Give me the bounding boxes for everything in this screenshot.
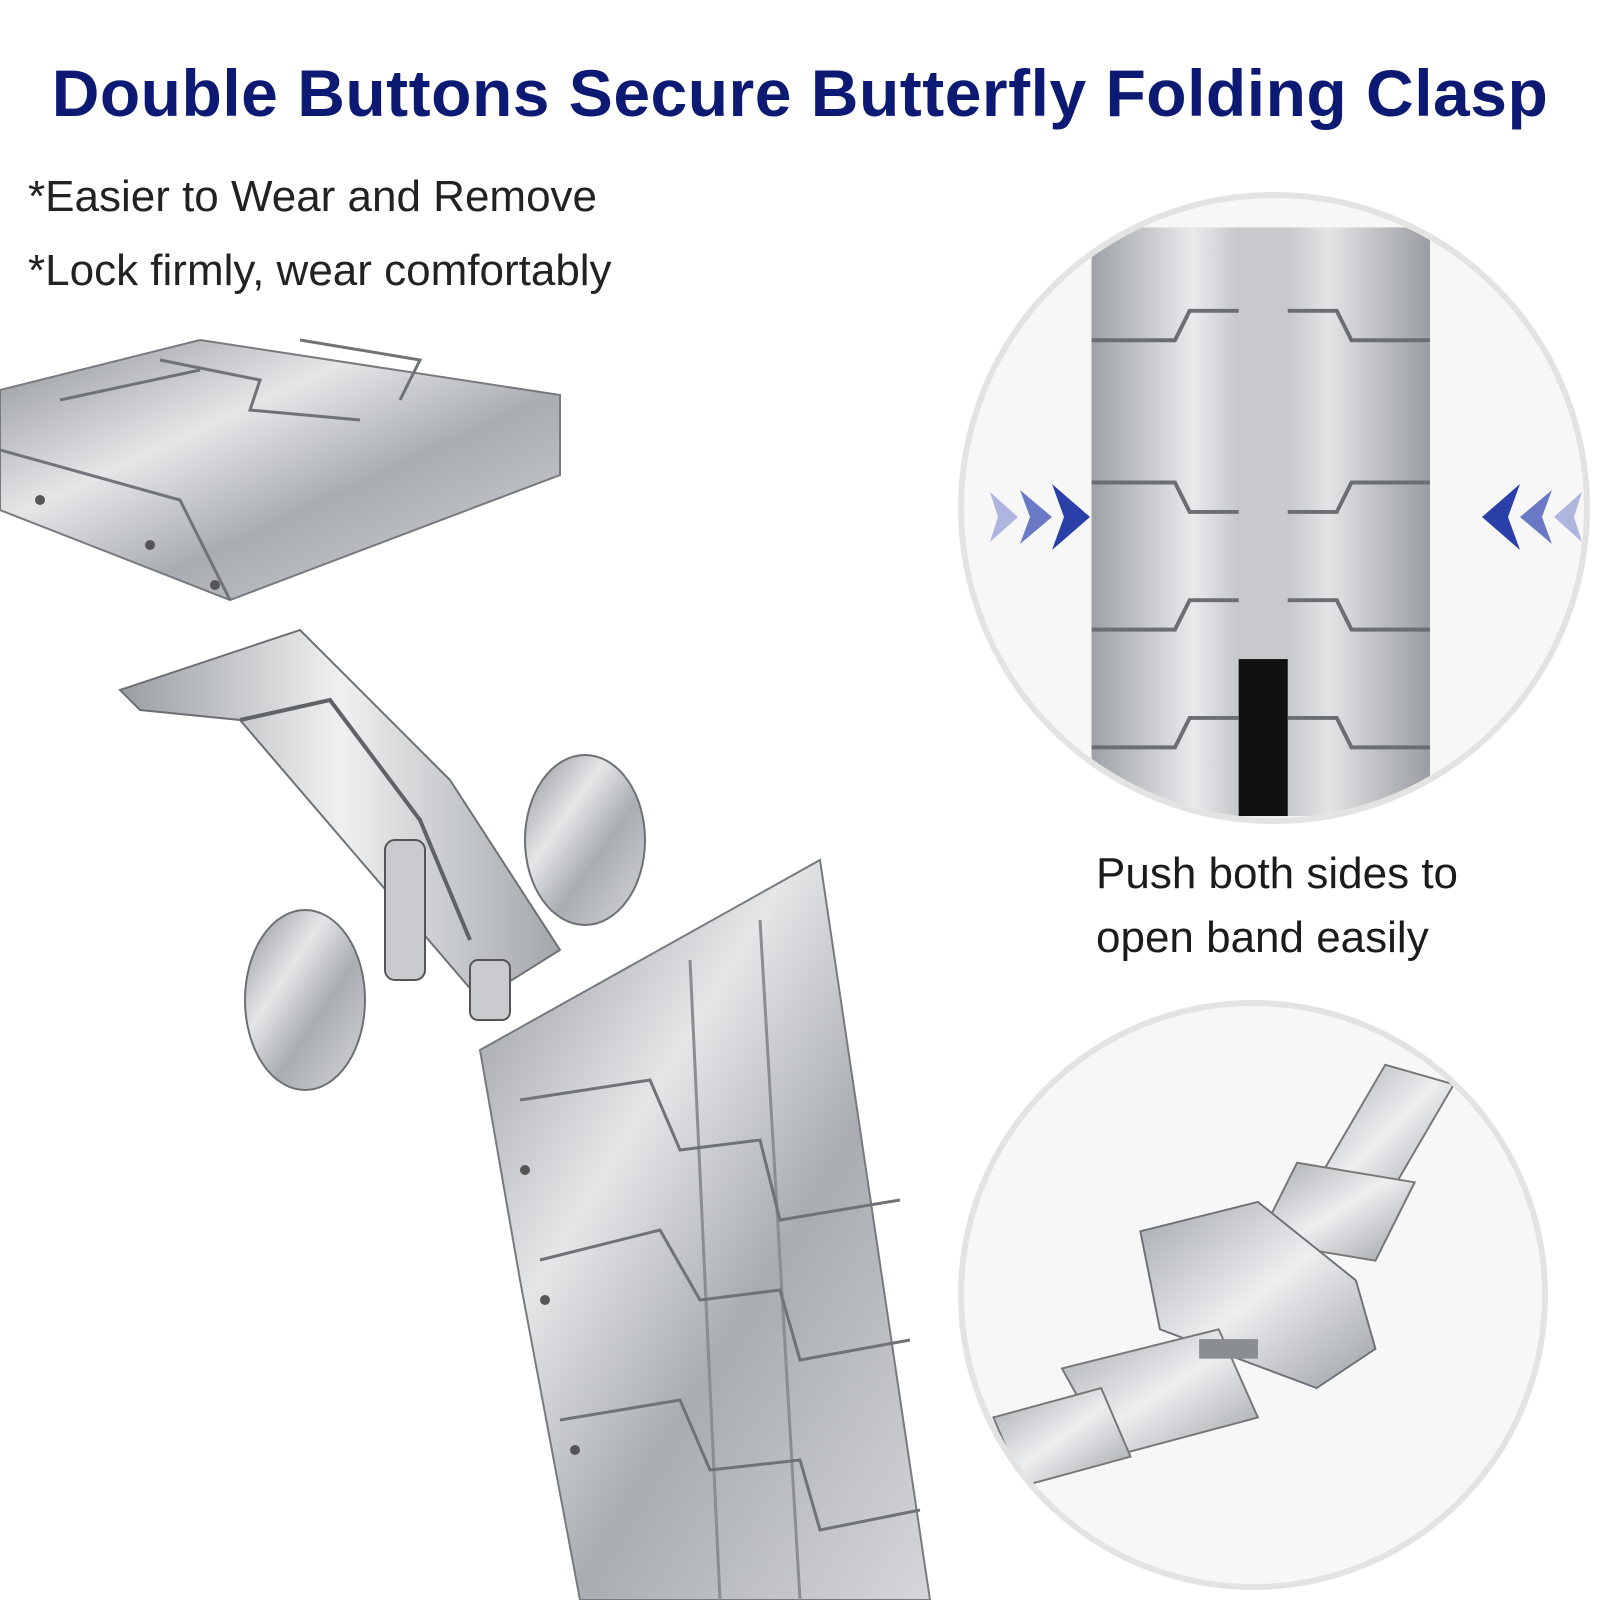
push-caption: Push both sides to open band easily (1096, 842, 1458, 970)
detail-circle-push (958, 192, 1590, 824)
band-closeup-photo (1091, 227, 1430, 817)
double-chevron-left-icon (1482, 484, 1582, 550)
caption-line-2: open band easily (1096, 913, 1429, 962)
feature-item-easy-wear: *Easier to Wear and Remove (28, 172, 598, 221)
product-photo-clasp (0, 338, 932, 1600)
feature-item-lock-firmly: *Lock firmly, wear comfortably (28, 246, 612, 295)
detail-circle-folded-clasp (958, 1000, 1548, 1590)
caption-line-1: Push both sides to (1096, 849, 1459, 898)
page-title: Double Buttons Secure Butterfly Folding … (51, 56, 1549, 130)
folded-clasp-photo (992, 1063, 1456, 1488)
feature-list: *Easier to Wear and Remove *Lock firmly,… (28, 160, 612, 308)
double-chevron-right-icon (990, 484, 1090, 550)
